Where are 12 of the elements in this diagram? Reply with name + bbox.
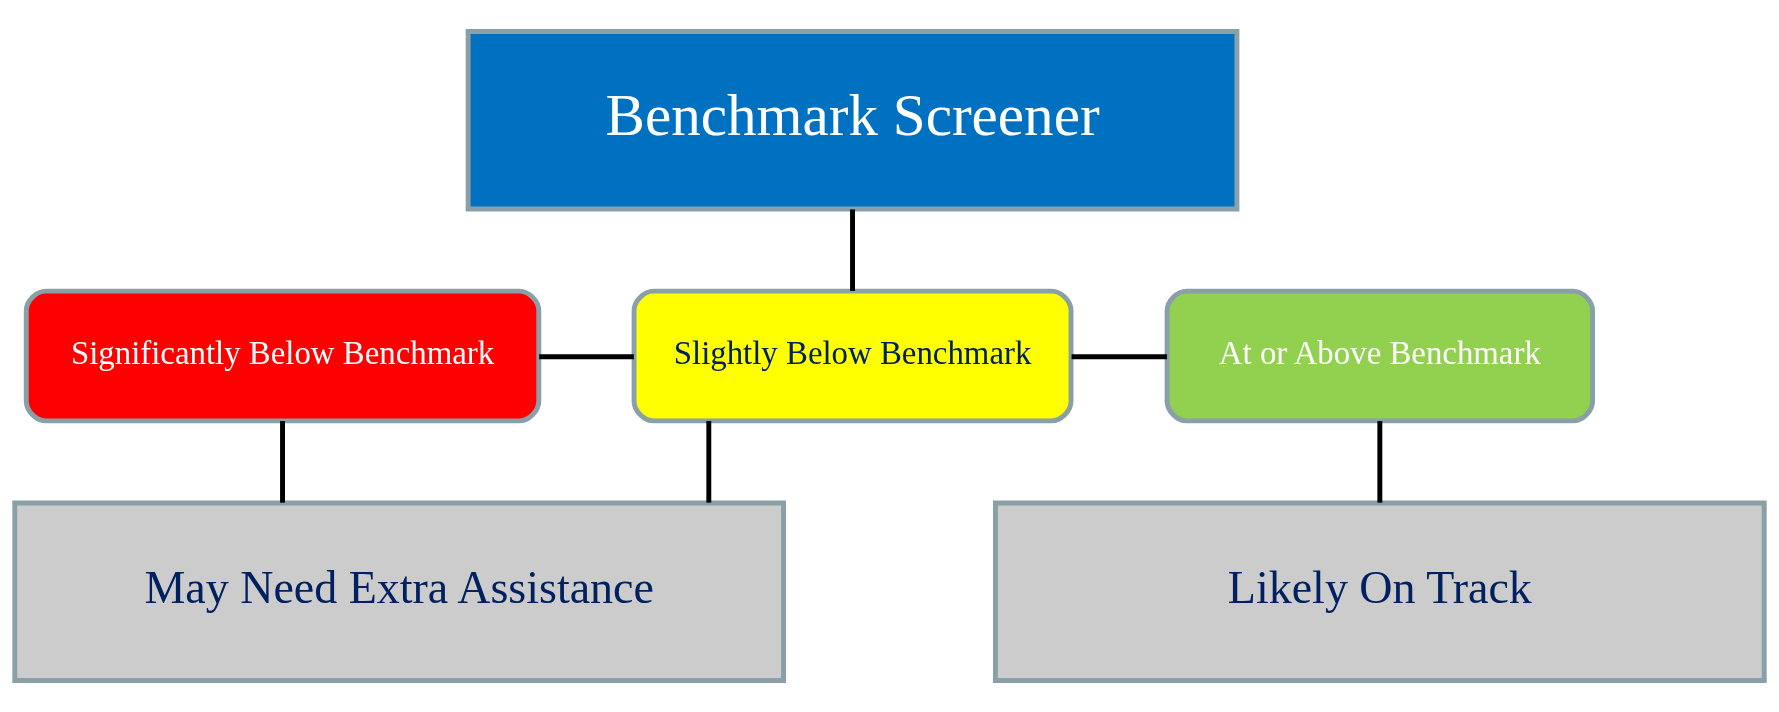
connector	[706, 421, 712, 503]
connector	[280, 421, 285, 503]
connector	[539, 354, 634, 360]
node-box: Slightly Below Benchmark	[631, 288, 1074, 424]
connector	[850, 209, 855, 291]
node-box: Likely On Track	[993, 500, 1767, 683]
node-box: Significantly Below Benchmark	[23, 288, 542, 424]
node-box: At or Above Benchmark	[1164, 288, 1596, 424]
connector	[1377, 421, 1383, 503]
node-box: Benchmark Screener	[465, 29, 1240, 212]
node-box: May Need Extra Assistance	[12, 500, 786, 683]
connector	[1071, 354, 1167, 360]
